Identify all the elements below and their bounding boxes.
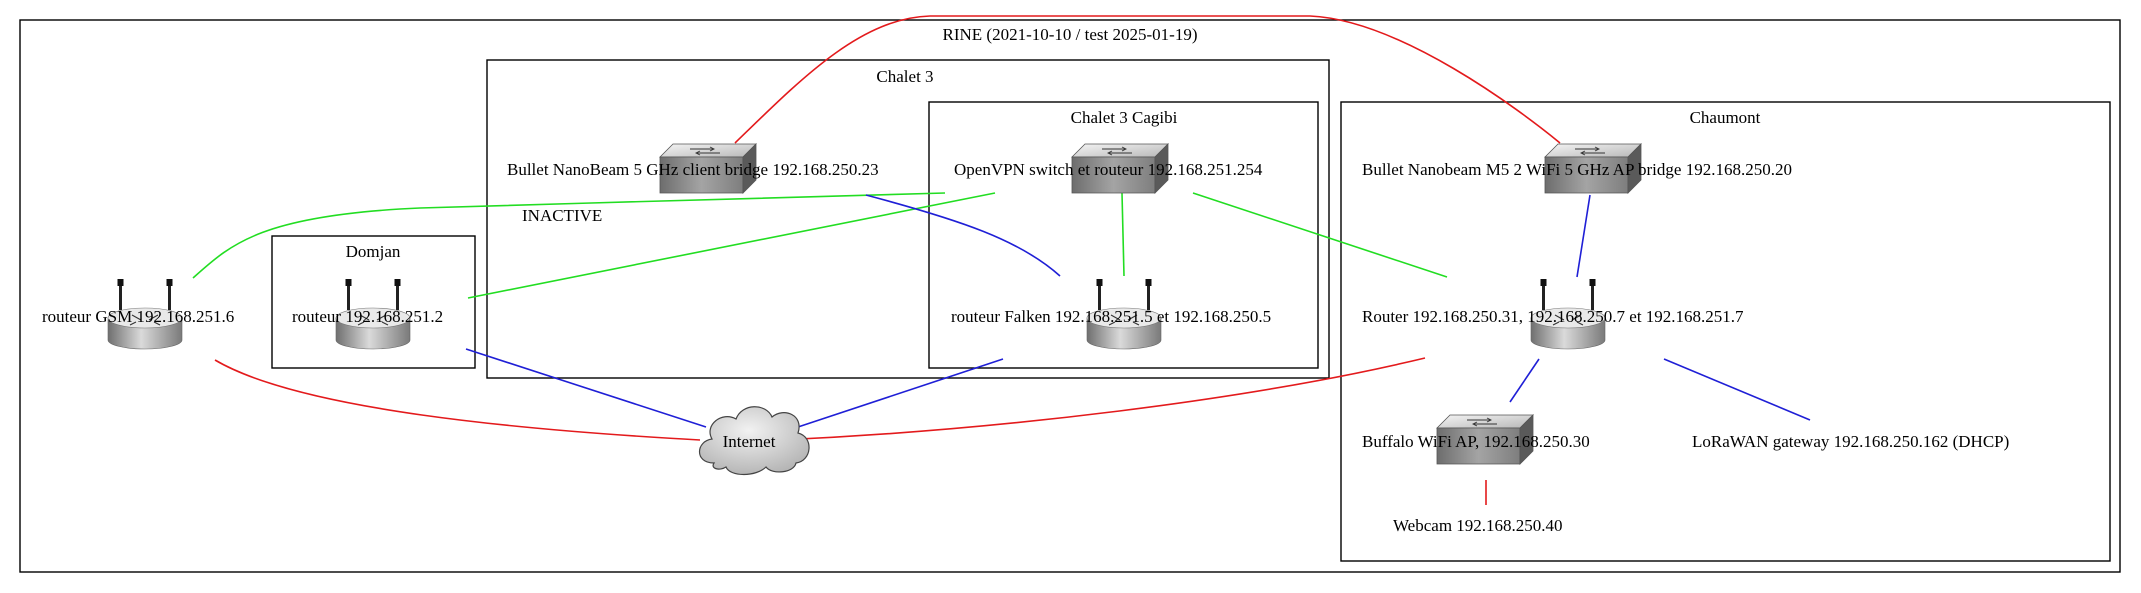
- node-buffalo-label: Buffalo WiFi AP, 192.168.250.30: [1362, 432, 1590, 451]
- router-icon: [1086, 279, 1162, 350]
- cloud-icon: [698, 406, 810, 476]
- node-gsm-label: routeur GSM 192.168.251.6: [42, 307, 234, 326]
- switch-icon: [1071, 143, 1169, 194]
- edge-router-ch-internet: [779, 357, 1426, 441]
- node-router-ch-label: Router 192.168.250.31, 192.168.250.7 et …: [1362, 307, 1744, 326]
- cluster-chaumont-label: Chaumont: [1690, 108, 1761, 127]
- node-openvpn-label: OpenVPN switch et routeur 192.168.251.25…: [954, 160, 1263, 179]
- router-icon: [107, 279, 183, 350]
- switch-icon: [1544, 143, 1642, 194]
- node-bullet-ch-label: Bullet Nanobeam M5 2 WiFi 5 GHz AP bridg…: [1362, 160, 1792, 179]
- node-bullet-c3-label: Bullet NanoBeam 5 GHz client bridge 192.…: [507, 160, 879, 179]
- edge-bullet-c3-falken: [865, 194, 1061, 277]
- diagram-title: RINE (2021-10-10 / test 2025-01-19): [943, 25, 1198, 44]
- node-internet-label: Internet: [723, 432, 776, 451]
- edge-bullet-c3-bullet-ch: [734, 15, 1561, 144]
- router-icon: [1530, 279, 1606, 350]
- edge-router-ch-lora: [1663, 358, 1811, 421]
- node-labels: Bullet NanoBeam 5 GHz client bridge 192.…: [42, 160, 2009, 535]
- edge-router-ch-buffalo: [1509, 358, 1540, 403]
- switch-icon: [1436, 414, 1534, 465]
- cluster-chaumont: Chaumont: [1340, 101, 2111, 562]
- inactive-note: INACTIVE: [522, 206, 602, 225]
- edge-openvpn-router-ch: [1192, 192, 1448, 278]
- node-falken-label: routeur Falken 192.168.251.5 et 192.168.…: [951, 307, 1271, 326]
- edge-domjan-internet: [465, 348, 707, 428]
- cluster-chalet3: Chalet 3 INACTIVE: [486, 59, 1330, 379]
- node-lora-label: LoRaWAN gateway 192.168.250.162 (DHCP): [1692, 432, 2009, 451]
- cluster-domjan: Domjan: [271, 235, 476, 369]
- node-domjan-router-label: routeur 192.168.251.2: [292, 307, 443, 326]
- switch-icon: [659, 143, 757, 194]
- cluster-domjan-label: Domjan: [346, 242, 401, 261]
- edge-domjan-openvpn: [467, 192, 996, 299]
- cluster-chalet3-label: Chalet 3: [876, 67, 933, 86]
- node-webcam-label: Webcam 192.168.250.40: [1393, 516, 1563, 535]
- edge-gsm-openvpn: [192, 192, 946, 279]
- edges: [192, 15, 1811, 505]
- edge-openvpn-falken: [1121, 192, 1125, 277]
- edge-bullet-ch-router-ch: [1576, 194, 1591, 278]
- edge-gsm-internet: [214, 359, 701, 441]
- cluster-rine: RINE (2021-10-10 / test 2025-01-19): [19, 19, 2121, 573]
- cluster-cagibi-label: Chalet 3 Cagibi: [1071, 108, 1178, 127]
- edge-falken-internet: [797, 358, 1004, 428]
- router-icon: [335, 279, 411, 350]
